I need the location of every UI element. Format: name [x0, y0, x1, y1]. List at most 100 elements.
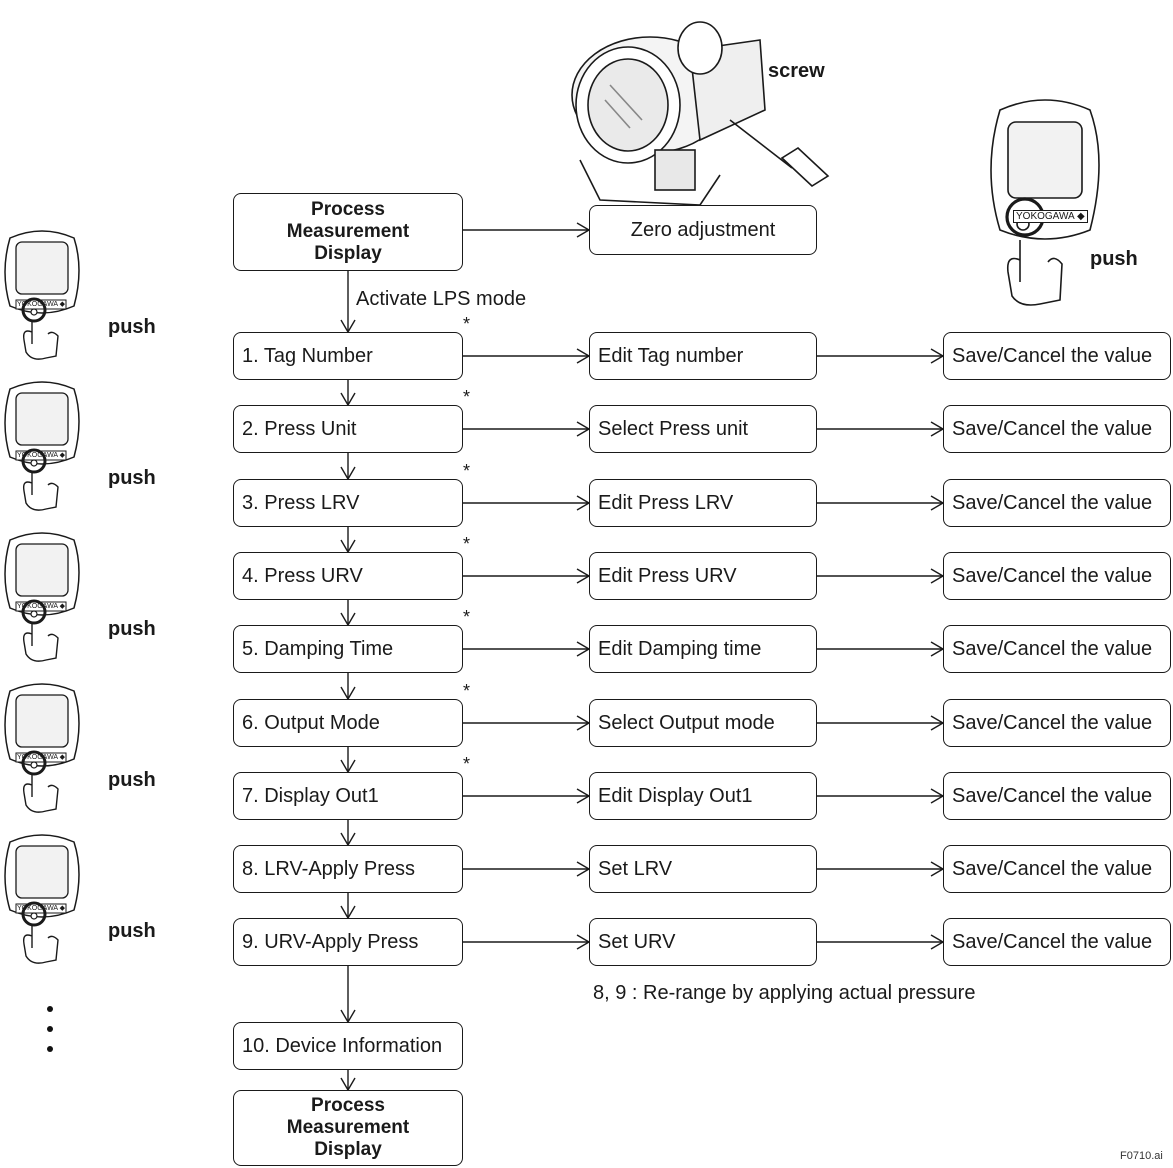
- result-box: Save/Cancel the value: [943, 332, 1171, 380]
- figure-id: F0710.ai: [1120, 1150, 1163, 1162]
- menu-item-box: 2. Press Unit: [233, 405, 463, 453]
- asterisk-mark: *: [463, 607, 471, 627]
- ellipsis-dot: [47, 1006, 53, 1012]
- arrow-head: [340, 466, 349, 480]
- arrow-head: [340, 1009, 349, 1023]
- result-box: Save/Cancel the value: [943, 625, 1171, 673]
- start-line-2: Measurement: [286, 221, 410, 242]
- arrow-head: [576, 868, 590, 877]
- arrow-head: [576, 861, 590, 870]
- arrow-head: [930, 575, 944, 584]
- menu-item-box: 9. URV-Apply Press: [233, 918, 463, 966]
- arrow-head: [930, 355, 944, 364]
- arrow-head: [576, 648, 590, 657]
- arrow-head: [347, 539, 356, 553]
- arrow-head: [930, 868, 944, 877]
- ellipsis-dot: [47, 1046, 53, 1052]
- arrow-head: [340, 832, 349, 846]
- arrow-head: [576, 355, 590, 364]
- arrow-head: [576, 428, 590, 437]
- arrow-head: [347, 466, 356, 480]
- arrow-head: [930, 502, 944, 511]
- side-push-label: push: [108, 618, 156, 640]
- arrow-head: [340, 392, 349, 406]
- arrow-head: [576, 641, 590, 650]
- side-push-label: push: [108, 467, 156, 489]
- arrow-head: [347, 612, 356, 626]
- arrow-head: [347, 759, 356, 773]
- action-box: Select Press unit: [589, 405, 817, 453]
- asterisk-mark: *: [463, 461, 471, 481]
- display-brand-top: YOKOGAWA ◆: [1013, 210, 1088, 223]
- result-box: Save/Cancel the value: [943, 479, 1171, 527]
- push-display-icon: [4, 230, 80, 360]
- arrow-head: [347, 1077, 356, 1091]
- action-box: Set URV: [589, 918, 817, 966]
- display-brand-side: YOKOGAWA ◆: [17, 905, 66, 912]
- result-box: Save/Cancel the value: [943, 845, 1171, 893]
- arrow-head: [930, 788, 944, 797]
- arrow-head: [576, 495, 590, 504]
- push-display-icon: [4, 381, 80, 511]
- side-push-label: push: [108, 920, 156, 942]
- process-measurement-display-start: Process Measurement Display: [233, 193, 463, 271]
- arrow-head: [347, 319, 356, 333]
- arrow-head: [340, 759, 349, 773]
- arrow-head: [930, 421, 944, 430]
- action-box: Edit Display Out1: [589, 772, 817, 820]
- arrow-head: [930, 428, 944, 437]
- arrow-head: [930, 941, 944, 950]
- device-information-box: 10. Device Information: [233, 1022, 463, 1070]
- display-brand-side: YOKOGAWA ◆: [17, 603, 66, 610]
- result-box: Save/Cancel the value: [943, 405, 1171, 453]
- arrow-head: [576, 222, 590, 231]
- arrow-head: [930, 648, 944, 657]
- action-box: Set LRV: [589, 845, 817, 893]
- arrow-head: [930, 495, 944, 504]
- zero-adjustment-box: Zero adjustment: [589, 205, 817, 255]
- result-box: Save/Cancel the value: [943, 772, 1171, 820]
- end-line-2: Measurement: [286, 1117, 410, 1138]
- arrow-head: [576, 568, 590, 577]
- start-line-1: Process: [311, 199, 385, 220]
- arrow-head: [930, 722, 944, 731]
- asterisk-mark: *: [463, 754, 471, 774]
- display-brand-side: YOKOGAWA ◆: [17, 754, 66, 761]
- arrow-head: [347, 1009, 356, 1023]
- arrow-head: [930, 795, 944, 804]
- arrow-head: [340, 686, 349, 700]
- top-push-label: push: [1090, 248, 1138, 270]
- arrow-head: [930, 715, 944, 724]
- arrow-head: [340, 539, 349, 553]
- activate-lps-label: Activate LPS mode: [356, 288, 527, 310]
- re-range-note: 8, 9 : Re-range by applying actual press…: [593, 982, 976, 1004]
- arrow-head: [930, 348, 944, 357]
- arrow-head: [930, 861, 944, 870]
- arrow-head: [576, 575, 590, 584]
- arrow-head: [576, 348, 590, 357]
- arrow-head: [340, 905, 349, 919]
- result-box: Save/Cancel the value: [943, 552, 1171, 600]
- start-line-3: Display: [314, 243, 382, 264]
- ellipsis-dot: [47, 1026, 53, 1032]
- menu-item-box: 5. Damping Time: [233, 625, 463, 673]
- arrow-head: [576, 421, 590, 430]
- process-measurement-display-end: Process Measurement Display: [233, 1090, 463, 1166]
- arrow-head: [576, 795, 590, 804]
- arrow-head: [930, 568, 944, 577]
- side-push-label: push: [108, 316, 156, 338]
- display-brand-side: YOKOGAWA ◆: [17, 452, 66, 459]
- action-box: Edit Press LRV: [589, 479, 817, 527]
- end-line-1: Process: [311, 1095, 385, 1116]
- result-box: Save/Cancel the value: [943, 699, 1171, 747]
- action-box: Edit Press URV: [589, 552, 817, 600]
- arrow-head: [930, 934, 944, 943]
- action-box: Edit Damping time: [589, 625, 817, 673]
- asterisk-mark: *: [463, 681, 471, 701]
- arrow-head: [576, 941, 590, 950]
- menu-item-box: 4. Press URV: [233, 552, 463, 600]
- push-display-icon: [4, 532, 80, 662]
